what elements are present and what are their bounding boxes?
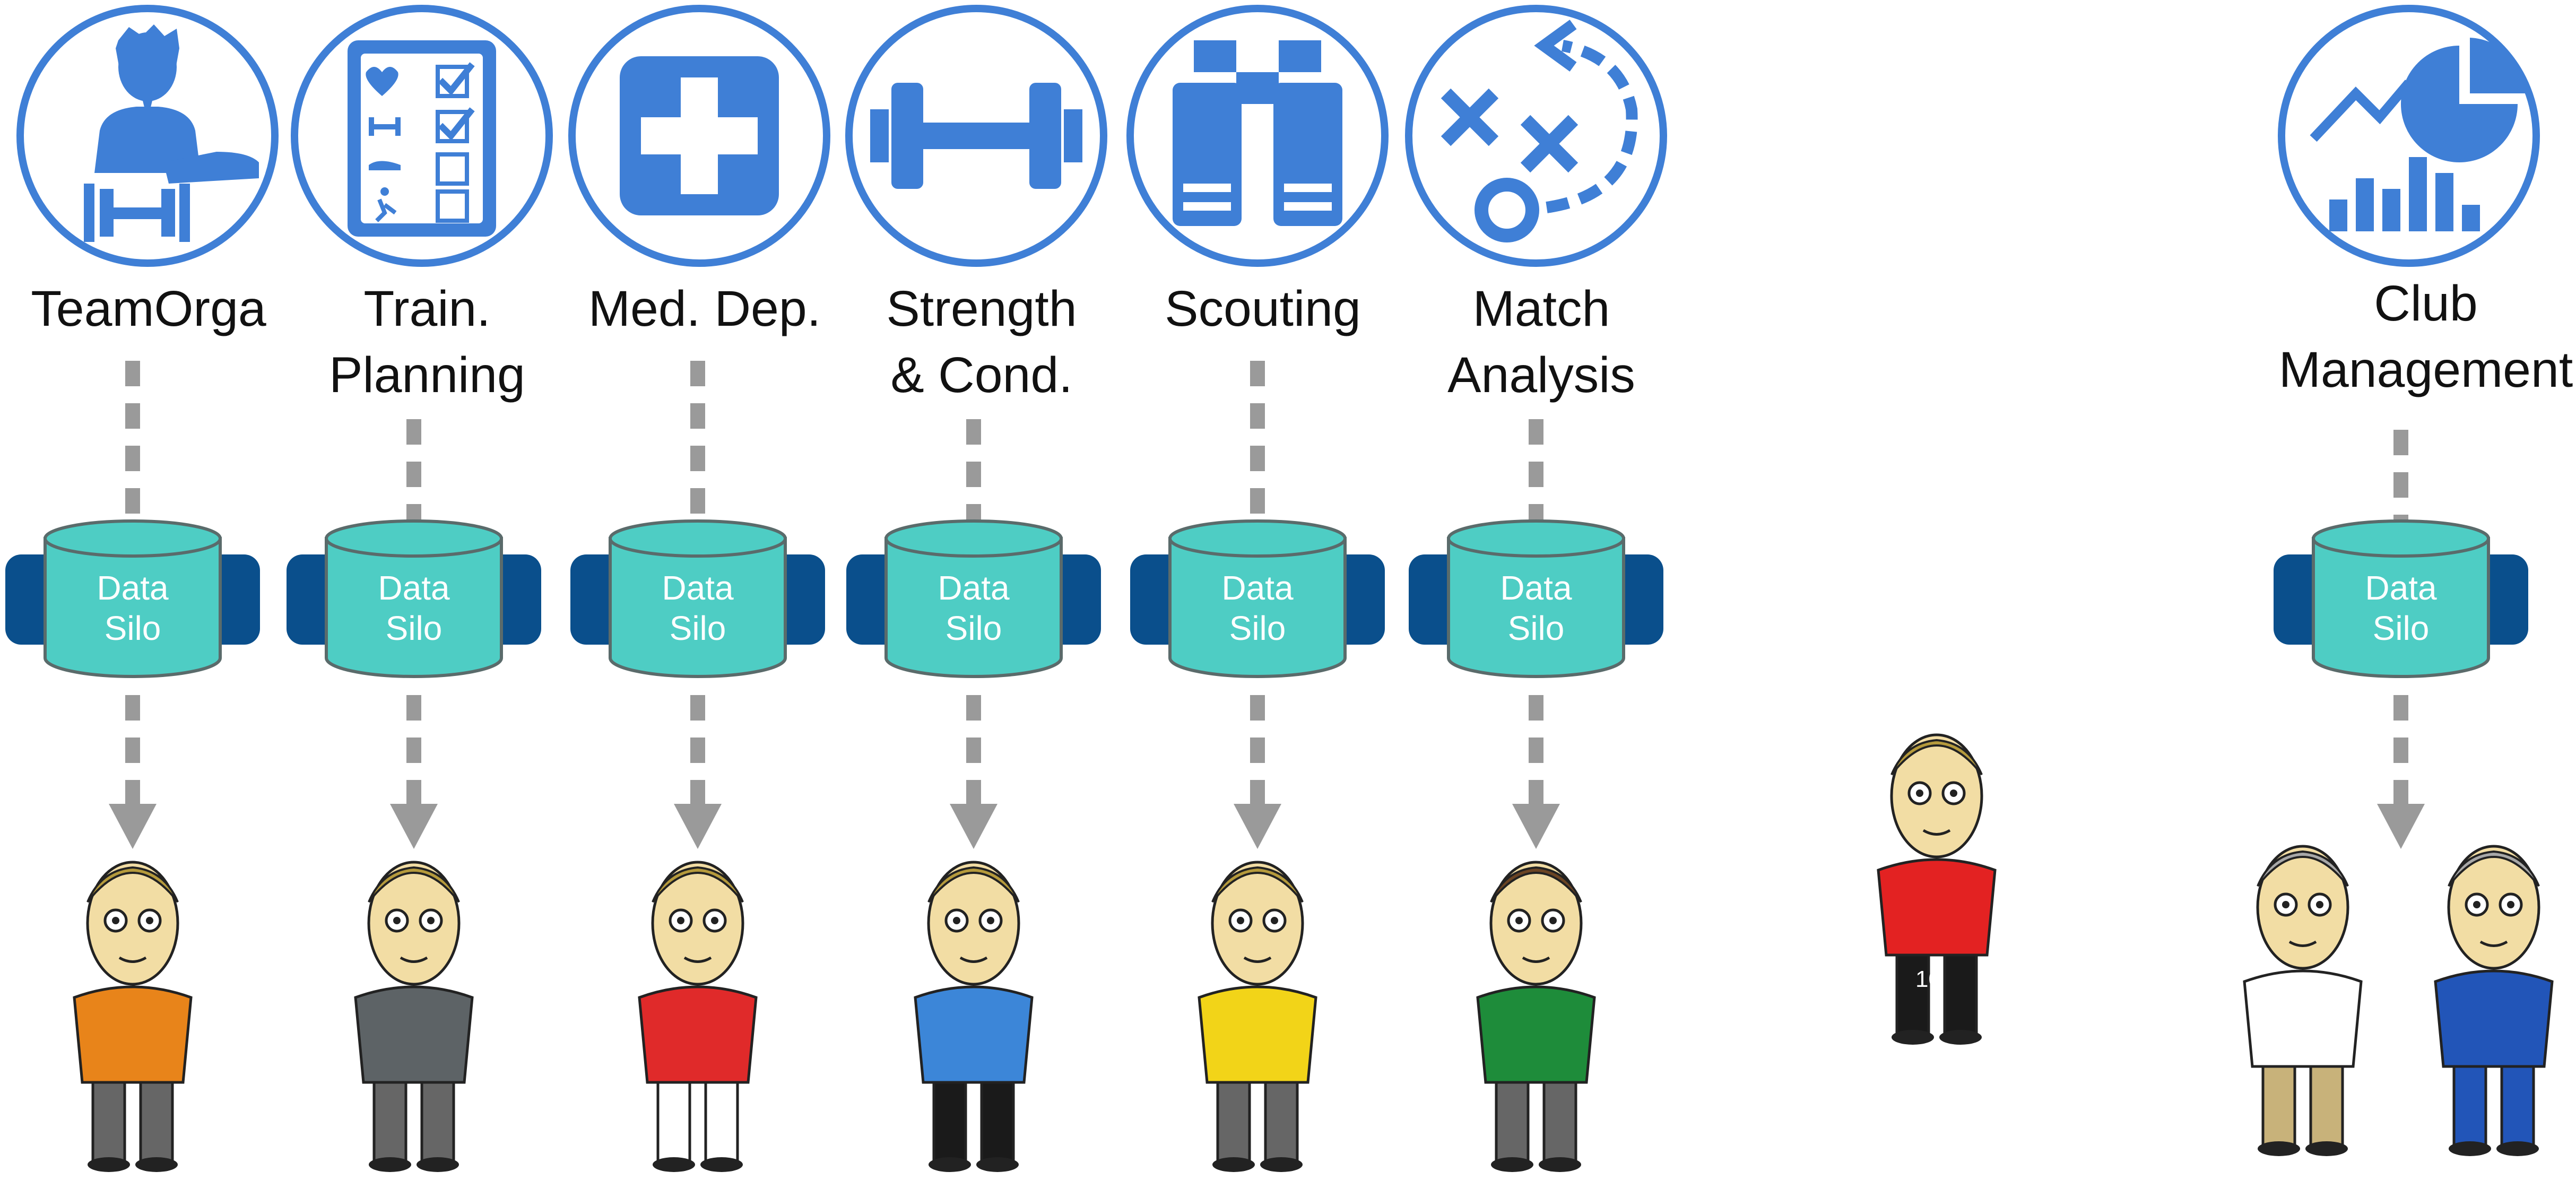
video-analyst-figure — [1476, 861, 1596, 1172]
club-president-figure — [2434, 845, 2554, 1156]
data-silo: Data Silo — [846, 517, 1101, 682]
dept-label-match-analysis: Match Analysis — [1447, 281, 1635, 403]
data-silo: Data Silo — [5, 517, 260, 682]
database-icon — [287, 519, 541, 678]
flow-arrow — [674, 361, 722, 849]
fitness-coach-figure — [914, 861, 1034, 1172]
database-icon — [1409, 519, 1663, 678]
data-silo: Data Silo — [287, 517, 541, 682]
binoculars-icon — [1125, 3, 1390, 268]
dept-label-training-planning: Train. Planning — [329, 281, 525, 403]
data-silo: Data Silo — [2274, 517, 2528, 682]
silo-label: Data Silo — [1221, 569, 1294, 647]
column-scouting: Scouting — [1125, 0, 1422, 1180]
silo-label: Data Silo — [1500, 569, 1572, 647]
dept-label-scouting: Scouting — [1165, 281, 1361, 337]
coach-icon — [15, 3, 280, 268]
medical-staff-figure — [638, 861, 758, 1172]
column-medical: Med. Dep. — [567, 0, 864, 1180]
silo-label: Data Silo — [662, 569, 734, 647]
column-teamorga: TeamOrga — [0, 0, 297, 1180]
dept-label-teamorga: TeamOrga — [31, 281, 266, 337]
player-figure: 10 — [1877, 733, 1997, 1045]
silo-label: Data Silo — [97, 569, 169, 647]
analytics-icon — [2276, 3, 2542, 268]
dumbbell-icon — [844, 3, 1109, 268]
flow-arrow — [1512, 419, 1560, 849]
dept-label-club-management: Club Management — [2278, 275, 2573, 398]
data-silo: Data Silo — [570, 517, 825, 682]
training-coach-figure — [354, 861, 474, 1172]
database-icon — [570, 519, 825, 678]
jersey-number: 10 — [1915, 966, 1941, 992]
data-silo: Data Silo — [1409, 517, 1663, 682]
database-icon — [846, 519, 1101, 678]
column-club-management: Club Management — [2267, 0, 2573, 1180]
dept-label-strength: Strength & Cond. — [886, 281, 1077, 403]
silo-label: Data Silo — [378, 569, 450, 647]
dept-label-medical: Med. Dep. — [588, 281, 821, 337]
team-manager-figure — [73, 861, 193, 1172]
medical-cross-icon — [567, 3, 832, 268]
scout-figure — [1198, 861, 1317, 1172]
flow-arrow — [950, 419, 998, 849]
database-icon — [1130, 519, 1385, 678]
flow-arrow — [390, 419, 438, 849]
column-match-analysis: Match Analysis — [1403, 0, 1701, 1180]
club-director-figure — [2243, 845, 2363, 1156]
flow-arrow — [109, 361, 157, 849]
database-icon — [2274, 519, 2528, 678]
flow-arrow — [1234, 361, 1281, 849]
silo-label: Data Silo — [2365, 569, 2437, 647]
column-strength: Strength & Cond. — [844, 0, 1141, 1180]
column-training-planning: Train. Planning — [289, 0, 586, 1180]
checklist-icon — [289, 3, 554, 268]
tactics-icon — [1403, 3, 1669, 268]
data-silo: Data Silo — [1130, 517, 1385, 682]
silo-label: Data Silo — [938, 569, 1010, 647]
database-icon — [5, 519, 260, 678]
